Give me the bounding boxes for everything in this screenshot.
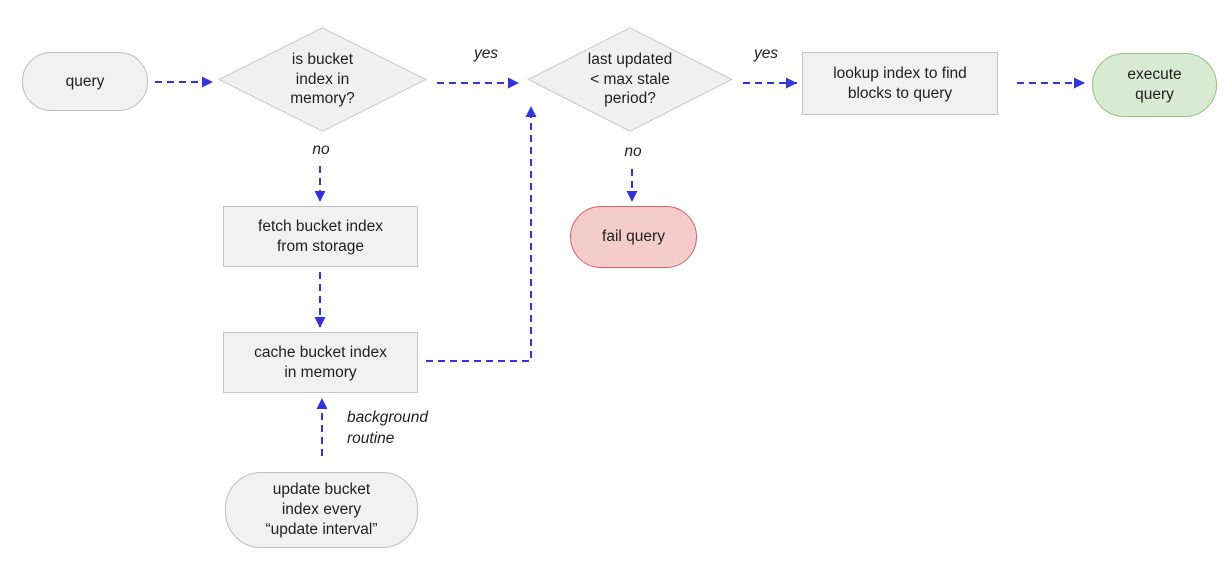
node-decision-index-in-memory-label: is bucket index in memory?: [290, 50, 355, 108]
edge-cache-to-stale-decision: [426, 106, 537, 362]
edge-label-stale-yes: yes: [753, 45, 779, 62]
diamond-shape: [218, 27, 427, 132]
node-start-query-label: query: [65, 72, 105, 90]
node-update-bucket-index: update bucket index every “update interv…: [225, 472, 418, 548]
node-fail-query: fail query: [570, 206, 697, 268]
node-start-query: query: [22, 52, 148, 111]
node-fetch-bucket-index: fetch bucket index from storage: [223, 206, 418, 267]
diamond-shape: [527, 27, 733, 132]
node-lookup-index: lookup index to find blocks to query: [802, 52, 998, 115]
edge-label-memory-yes: yes: [473, 45, 499, 62]
diamond-polygon: [219, 28, 425, 131]
node-execute-query-label: execute query: [1127, 66, 1182, 103]
node-decision-last-updated-label: last updated < max stale period?: [587, 50, 673, 108]
node-lookup-index-label: lookup index to find blocks to query: [833, 64, 967, 102]
node-decision-last-updated: last updated < max stale period?: [527, 27, 733, 132]
edge-label-memory-no: no: [312, 141, 330, 158]
node-fetch-bucket-index-label: fetch bucket index from storage: [258, 217, 383, 255]
node-update-bucket-index-label: update bucket index every “update interv…: [265, 481, 378, 538]
node-execute-query: execute query: [1092, 53, 1217, 117]
node-cache-bucket-index: cache bucket index in memory: [223, 332, 418, 393]
node-fail-query-label: fail query: [602, 228, 665, 246]
edge-label-background-routine: background routine: [347, 409, 429, 447]
edge-label-stale-no: no: [624, 143, 642, 160]
node-cache-bucket-index-label: cache bucket index in memory: [254, 343, 387, 381]
node-decision-index-in-memory: is bucket index in memory?: [218, 27, 427, 132]
diamond-polygon: [528, 28, 732, 131]
